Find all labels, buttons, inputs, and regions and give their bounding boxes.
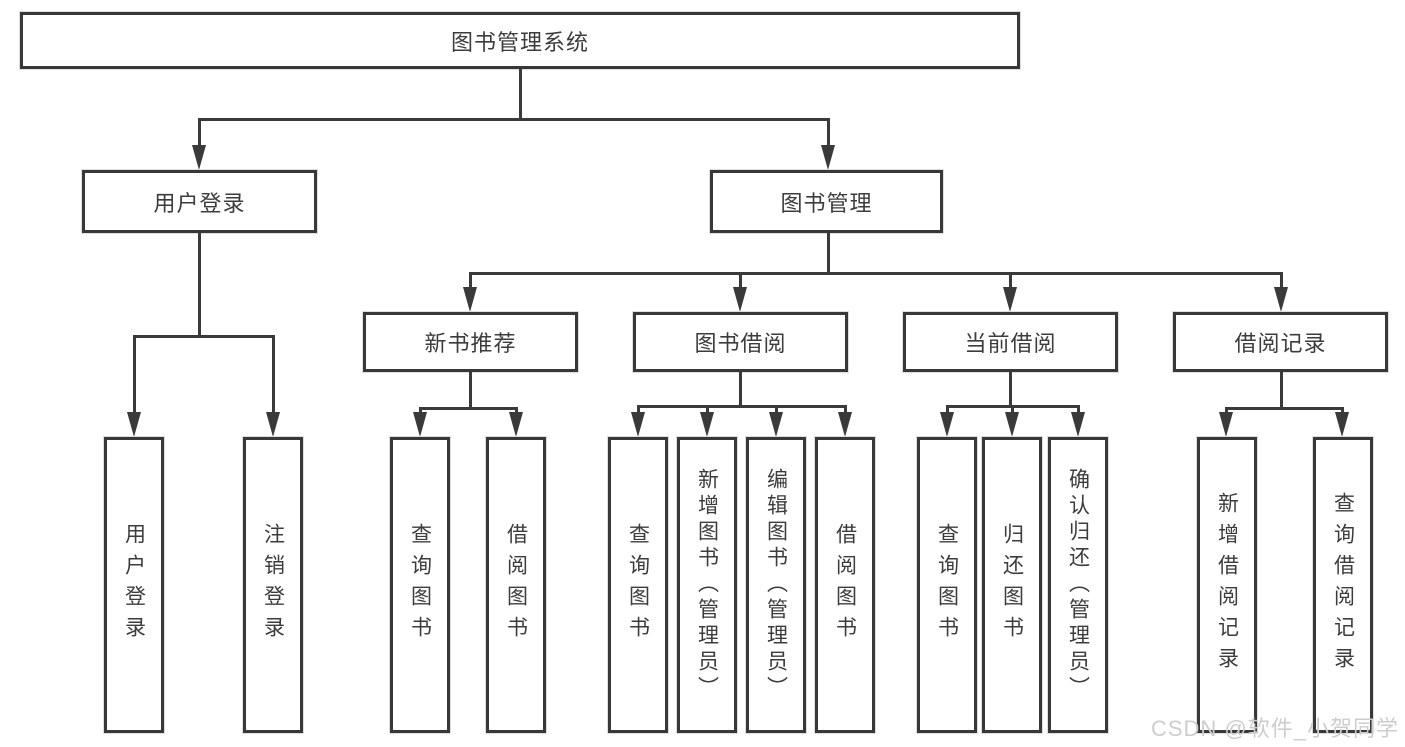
connector-hline — [469, 272, 1282, 275]
connector-vline — [1341, 407, 1344, 415]
node-label: 新书推荐 — [424, 331, 517, 356]
connector-vline — [637, 405, 640, 415]
leaf-label: 用户登录 — [122, 523, 146, 647]
leaf-query-books-current: 查询图书 — [917, 437, 977, 733]
node-label: 当前借阅 — [964, 331, 1057, 356]
leaf-label: 查询借阅记录 — [1331, 492, 1355, 678]
connector-vline — [946, 405, 949, 415]
node-library-management-system: 图书管理系统 — [20, 12, 1020, 69]
connector-hline — [133, 335, 275, 338]
node-current-borrowing: 当前借阅 — [903, 312, 1118, 372]
arrowhead-down-icon — [509, 412, 523, 437]
node-label: 图书管理系统 — [450, 29, 589, 55]
csdn-watermark: CSDN @软件_小贺同学 — [1150, 716, 1399, 741]
leaf-borrow-books-recommend: 借阅图书 — [486, 437, 546, 733]
arrowhead-down-icon — [700, 412, 714, 437]
connector-vline — [827, 232, 830, 272]
leaf-label: 新增借阅记录 — [1215, 492, 1239, 678]
connector-hline — [637, 405, 846, 408]
node-book-management: 图书管理 — [710, 170, 943, 233]
connector-vline — [515, 407, 518, 415]
leaf-borrow-books-borrowing: 借阅图书 — [815, 437, 875, 733]
connector-vline — [739, 272, 742, 290]
connector-vline — [1225, 407, 1228, 415]
node-label: 图书管理 — [780, 190, 873, 216]
leaf-logout: 注销登录 — [243, 437, 303, 733]
arrowhead-down-icon — [1274, 287, 1288, 312]
arrowhead-down-icon — [463, 287, 477, 312]
leaf-query-borrow-record: 查询借阅记录 — [1313, 437, 1373, 733]
leaf-label: 查询图书 — [626, 523, 650, 647]
leaf-label: 借阅图书 — [833, 523, 857, 647]
connector-vline — [469, 372, 472, 407]
leaf-add-books-admin: 新增图书（管理员） — [677, 437, 737, 733]
leaf-confirm-return-admin: 确认归还（管理员） — [1048, 437, 1108, 733]
connector-vline — [844, 405, 847, 415]
leaf-edit-books-admin: 编辑图书（管理员） — [746, 437, 806, 733]
node-label: 借阅记录 — [1234, 331, 1327, 356]
arrowhead-down-icon — [1335, 412, 1349, 437]
arrowhead-down-icon — [127, 412, 141, 437]
connector-vline — [419, 407, 422, 415]
arrowhead-down-icon — [838, 412, 852, 437]
arrowhead-down-icon — [940, 412, 954, 437]
leaf-label: 借阅图书 — [504, 523, 528, 647]
arrowhead-down-icon — [192, 145, 206, 170]
connector-vline — [469, 272, 472, 290]
arrowhead-down-icon — [1005, 412, 1019, 437]
connector-hline — [419, 407, 517, 410]
connector-hline — [198, 118, 830, 121]
leaf-add-borrow-record: 新增借阅记录 — [1197, 437, 1257, 733]
connector-vline — [706, 405, 709, 415]
connector-vline — [775, 405, 778, 415]
leaf-return-books: 归还图书 — [982, 437, 1042, 733]
node-user-login: 用户登录 — [82, 170, 317, 233]
node-label: 图书借阅 — [694, 331, 787, 356]
leaf-label: 新增图书（管理员） — [695, 468, 719, 702]
arrowhead-down-icon — [266, 412, 280, 437]
connector-vline — [198, 232, 201, 335]
arrowhead-down-icon — [413, 412, 427, 437]
connector-vline — [272, 335, 275, 415]
leaf-label: 确认归还（管理员） — [1066, 468, 1090, 702]
leaf-label: 查询图书 — [935, 523, 959, 647]
leaf-label: 编辑图书（管理员） — [764, 468, 788, 702]
node-new-book-recommendation: 新书推荐 — [363, 312, 578, 372]
leaf-query-books-borrowing: 查询图书 — [608, 437, 668, 733]
leaf-query-books-recommend: 查询图书 — [390, 437, 450, 733]
arrowhead-down-icon — [1003, 287, 1017, 312]
connector-vline — [1009, 372, 1012, 405]
arrowhead-down-icon — [821, 145, 835, 170]
connector-vline — [198, 118, 201, 148]
connector-vline — [133, 335, 136, 415]
connector-vline — [519, 68, 522, 118]
connector-vline — [827, 118, 830, 148]
arrowhead-down-icon — [631, 412, 645, 437]
leaf-label: 归还图书 — [1000, 523, 1024, 647]
node-book-borrowing: 图书借阅 — [633, 312, 848, 372]
leaf-label: 查询图书 — [408, 523, 432, 647]
leaf-user-login: 用户登录 — [104, 437, 164, 733]
arrowhead-down-icon — [1219, 412, 1233, 437]
node-label: 用户登录 — [153, 190, 246, 216]
leaf-label: 注销登录 — [261, 523, 285, 647]
node-borrowing-records: 借阅记录 — [1173, 312, 1388, 372]
connector-vline — [739, 372, 742, 405]
connector-vline — [1077, 405, 1080, 415]
connector-vline — [1280, 372, 1283, 407]
connector-hline — [1225, 407, 1343, 410]
arrowhead-down-icon — [769, 412, 783, 437]
connector-vline — [1011, 405, 1014, 415]
connector-vline — [1280, 272, 1283, 290]
connector-vline — [1009, 272, 1012, 290]
arrowhead-down-icon — [1071, 412, 1085, 437]
arrowhead-down-icon — [733, 287, 747, 312]
